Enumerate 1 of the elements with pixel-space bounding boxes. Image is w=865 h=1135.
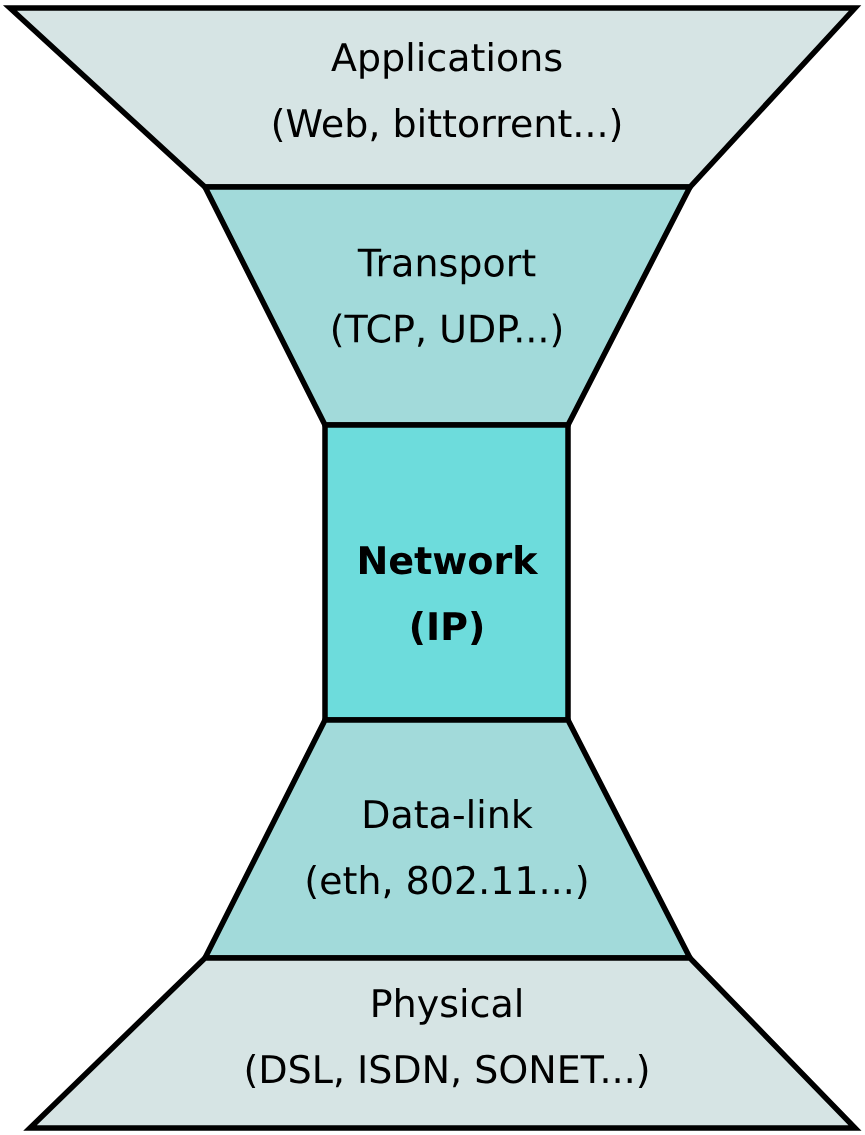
layer-box: Network (IP) — [322, 422, 571, 723]
